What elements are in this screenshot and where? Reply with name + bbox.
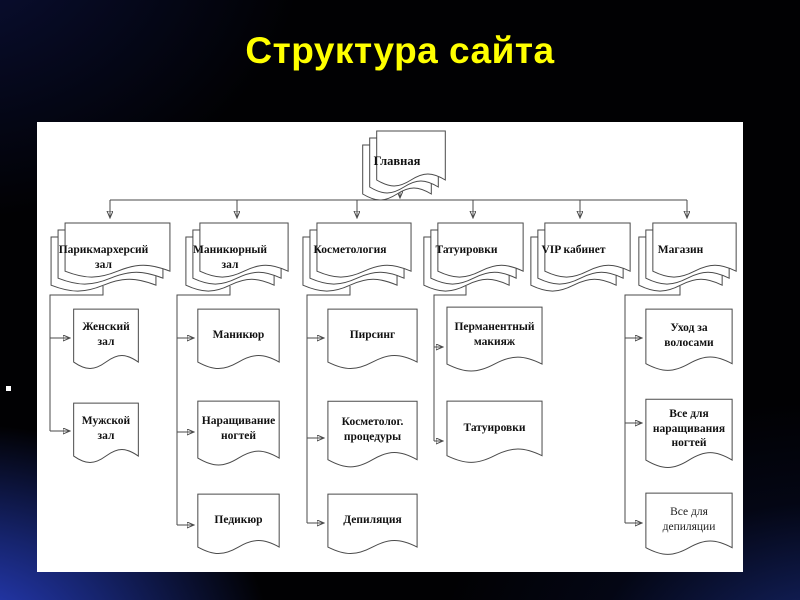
node-label: Косметология: [313, 244, 387, 256]
node-label: Мужской зал: [81, 415, 131, 442]
diagram-panel: Главная Парикмархерсий зал Маникюрный за…: [37, 122, 743, 572]
node-label: Уход за волосами: [664, 322, 714, 349]
document-shape: [645, 492, 733, 561]
node-label: Педикюр: [214, 513, 263, 526]
node-label: Татуировки: [463, 421, 526, 434]
node-label: Косметолог. процедуры: [341, 416, 404, 443]
document-shape: [327, 493, 418, 560]
node-label: Татуировки: [435, 244, 498, 256]
connector-lines: [49, 185, 743, 572]
slide-title: Структура сайта: [245, 30, 555, 71]
document-shape: [327, 400, 418, 474]
document-shape: [376, 130, 446, 192]
document-shape: [64, 222, 171, 283]
node-label: Маникюрный зал: [193, 244, 267, 271]
document-shape: [327, 308, 418, 375]
node-label: Депиляция: [343, 513, 402, 526]
node-label: Главная: [373, 154, 421, 168]
document-shape: [316, 222, 412, 283]
document-shape: [73, 308, 139, 375]
node-label: Пирсинг: [349, 328, 396, 341]
node-label: Женский зал: [82, 321, 130, 348]
node-label: Наращивание ногтей: [201, 415, 276, 442]
node-label: Все для наращивания ногтей: [652, 407, 726, 450]
document-shape: [197, 308, 280, 375]
document-shape: [645, 308, 733, 377]
document-shape: [652, 222, 737, 283]
node-label: Парикмархерсий зал: [58, 244, 149, 271]
document-shape: [437, 222, 524, 283]
node-label: Перманентный макияж: [454, 321, 535, 348]
document-shape: [197, 400, 280, 472]
document-shape: [199, 222, 289, 283]
node-label: Все для депиляции: [662, 506, 716, 533]
document-shape: [645, 398, 733, 475]
document-shape: [446, 306, 543, 378]
document-shape: [197, 493, 280, 560]
document-shape: [446, 400, 543, 469]
document-shape: [544, 222, 631, 283]
document-shape: [73, 402, 139, 469]
node-label: VIP кабинет: [541, 244, 606, 256]
artifact-dot: [6, 386, 11, 391]
node-label: Маникюр: [212, 328, 265, 341]
node-label: Магазин: [657, 244, 704, 256]
